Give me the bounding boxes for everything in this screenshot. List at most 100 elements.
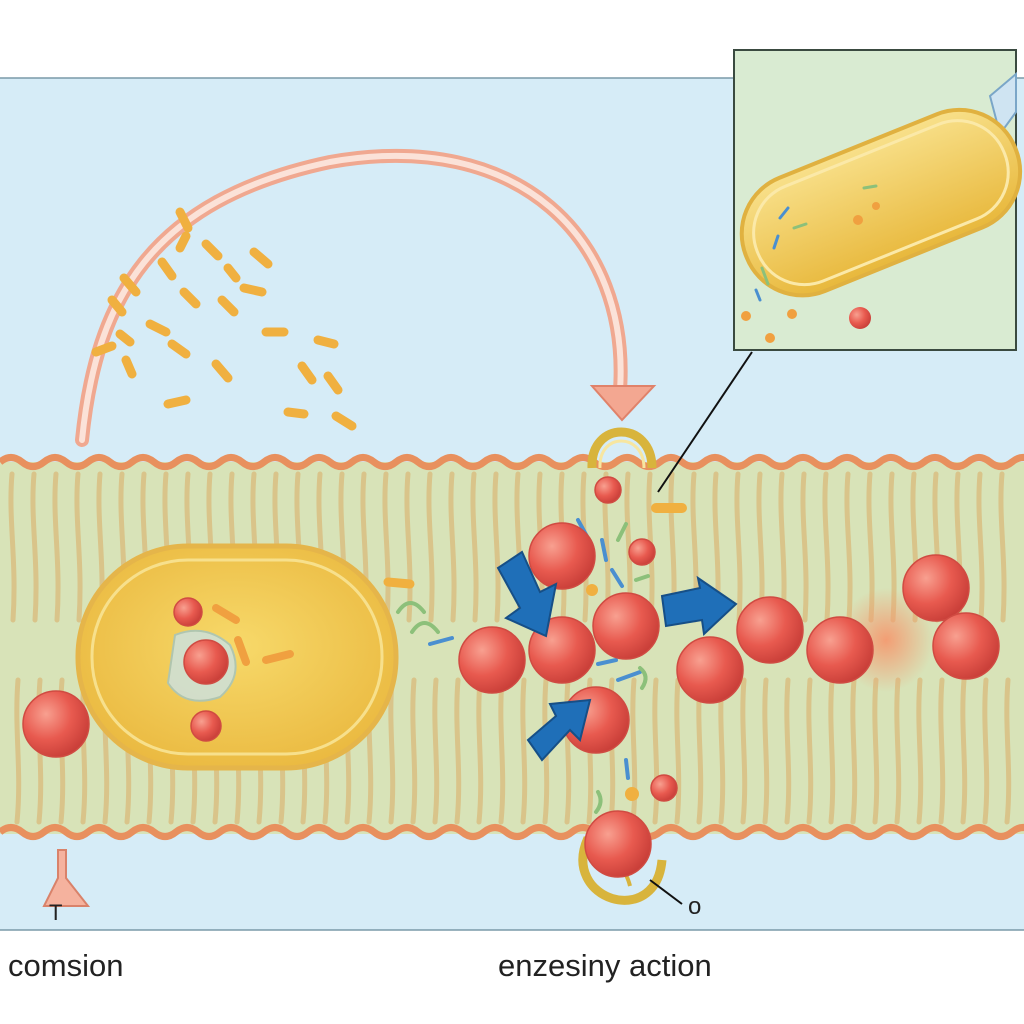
lipid-tail [938, 677, 946, 825]
lipid-tail [674, 677, 682, 825]
particle-icon [183, 639, 229, 685]
transport-arrows [496, 550, 738, 762]
lipid-tail [52, 471, 61, 623]
inset-leader-line [657, 351, 753, 493]
vesicle-icon [75, 543, 399, 771]
inset-particle [853, 215, 863, 225]
fragment [239, 283, 267, 297]
fragment [313, 335, 339, 349]
fragment [91, 341, 117, 357]
inset-particle [741, 311, 751, 321]
lipid-tail [762, 677, 770, 825]
lipid-tail [426, 471, 435, 623]
particle-icon [736, 596, 804, 664]
arrow-icon [660, 575, 738, 637]
enzyme-dot [625, 787, 639, 801]
lipid-tail [916, 677, 924, 825]
lipid-tail [982, 677, 990, 825]
lipid-tail [872, 677, 880, 825]
fragment [179, 287, 201, 309]
lipid-tail [564, 677, 572, 825]
particle-icon [22, 690, 90, 758]
particle-icon [594, 476, 622, 504]
fragment [217, 295, 239, 317]
curved-arrow-inner [79, 152, 624, 443]
fragment [107, 295, 127, 317]
membrane-channel-top [587, 427, 657, 469]
lipid-tail [822, 471, 831, 623]
lipid-tail [998, 471, 1007, 623]
lipid-tail [454, 677, 462, 825]
fragment [115, 329, 135, 347]
membrane-top-edge [0, 454, 1024, 470]
lipid-tail [828, 677, 836, 825]
lipid-tail [520, 677, 528, 825]
curved-arrow-head-icon [589, 385, 657, 422]
lipid-tail [74, 471, 83, 623]
particle-icon [932, 612, 1000, 680]
lipid-tail [498, 677, 506, 825]
fragment [211, 359, 233, 383]
marker-label: T [49, 900, 63, 925]
callout-label: o [688, 893, 702, 920]
lipid-tail [734, 471, 743, 623]
particle-icon [190, 710, 222, 742]
fragment [175, 231, 191, 253]
particle-icon [528, 522, 596, 590]
lipid-tail [850, 677, 858, 825]
lipid-tail [30, 471, 39, 623]
fragment [331, 411, 357, 431]
lipid-tail [778, 471, 787, 623]
lipid-tail [784, 677, 792, 825]
fragment-cluster [91, 207, 357, 431]
fragment [157, 257, 177, 281]
arrow-icon [526, 698, 592, 762]
fragment [283, 407, 309, 419]
particle-icon [806, 616, 874, 684]
lipid-tail [410, 677, 418, 825]
particle-icon [628, 538, 656, 566]
inset-glyphs [754, 184, 878, 302]
particle-icon [650, 774, 678, 802]
inset-particle [872, 202, 880, 210]
arrow-icon [496, 550, 558, 638]
lipid-tail [470, 471, 479, 623]
fragment [249, 247, 273, 269]
fragment [121, 355, 137, 379]
fragment [119, 273, 141, 297]
inset-particle [787, 309, 797, 319]
inset-particle [765, 333, 775, 343]
diagram-label-left: comsion [8, 948, 124, 983]
lipid-tail [388, 677, 396, 825]
lipid-tail [740, 677, 748, 825]
lipid-tail [960, 677, 968, 825]
fragment [323, 371, 343, 395]
lipid-tail [800, 471, 809, 623]
inset-panel [733, 49, 1023, 351]
particle-icon [173, 597, 203, 627]
enzyme-glyphs [396, 518, 650, 814]
fragment [145, 319, 171, 337]
membrane-bottom-edge [0, 824, 1024, 840]
test-tube-icon [739, 71, 1023, 298]
particle-icon [902, 554, 970, 622]
lipid-tail [492, 471, 501, 623]
lipid-tail [976, 471, 985, 623]
particle-icon [584, 810, 652, 878]
lipid-tail [476, 677, 484, 825]
fragment [175, 207, 193, 233]
diagram-label-right: enzesiny action [498, 948, 712, 983]
lipid-tail [630, 677, 638, 825]
lipid-tail [448, 471, 457, 623]
lipid-tail [894, 677, 902, 825]
enzyme-dot [586, 584, 598, 596]
lipid-tail [1004, 677, 1012, 825]
lipid-tail [8, 471, 17, 623]
particle-icon [592, 592, 660, 660]
lipid-tail [382, 471, 391, 623]
fragment [163, 395, 191, 409]
lipid-tail [14, 677, 22, 825]
particle-icon [458, 626, 526, 694]
tick-marker-icon [42, 849, 91, 907]
